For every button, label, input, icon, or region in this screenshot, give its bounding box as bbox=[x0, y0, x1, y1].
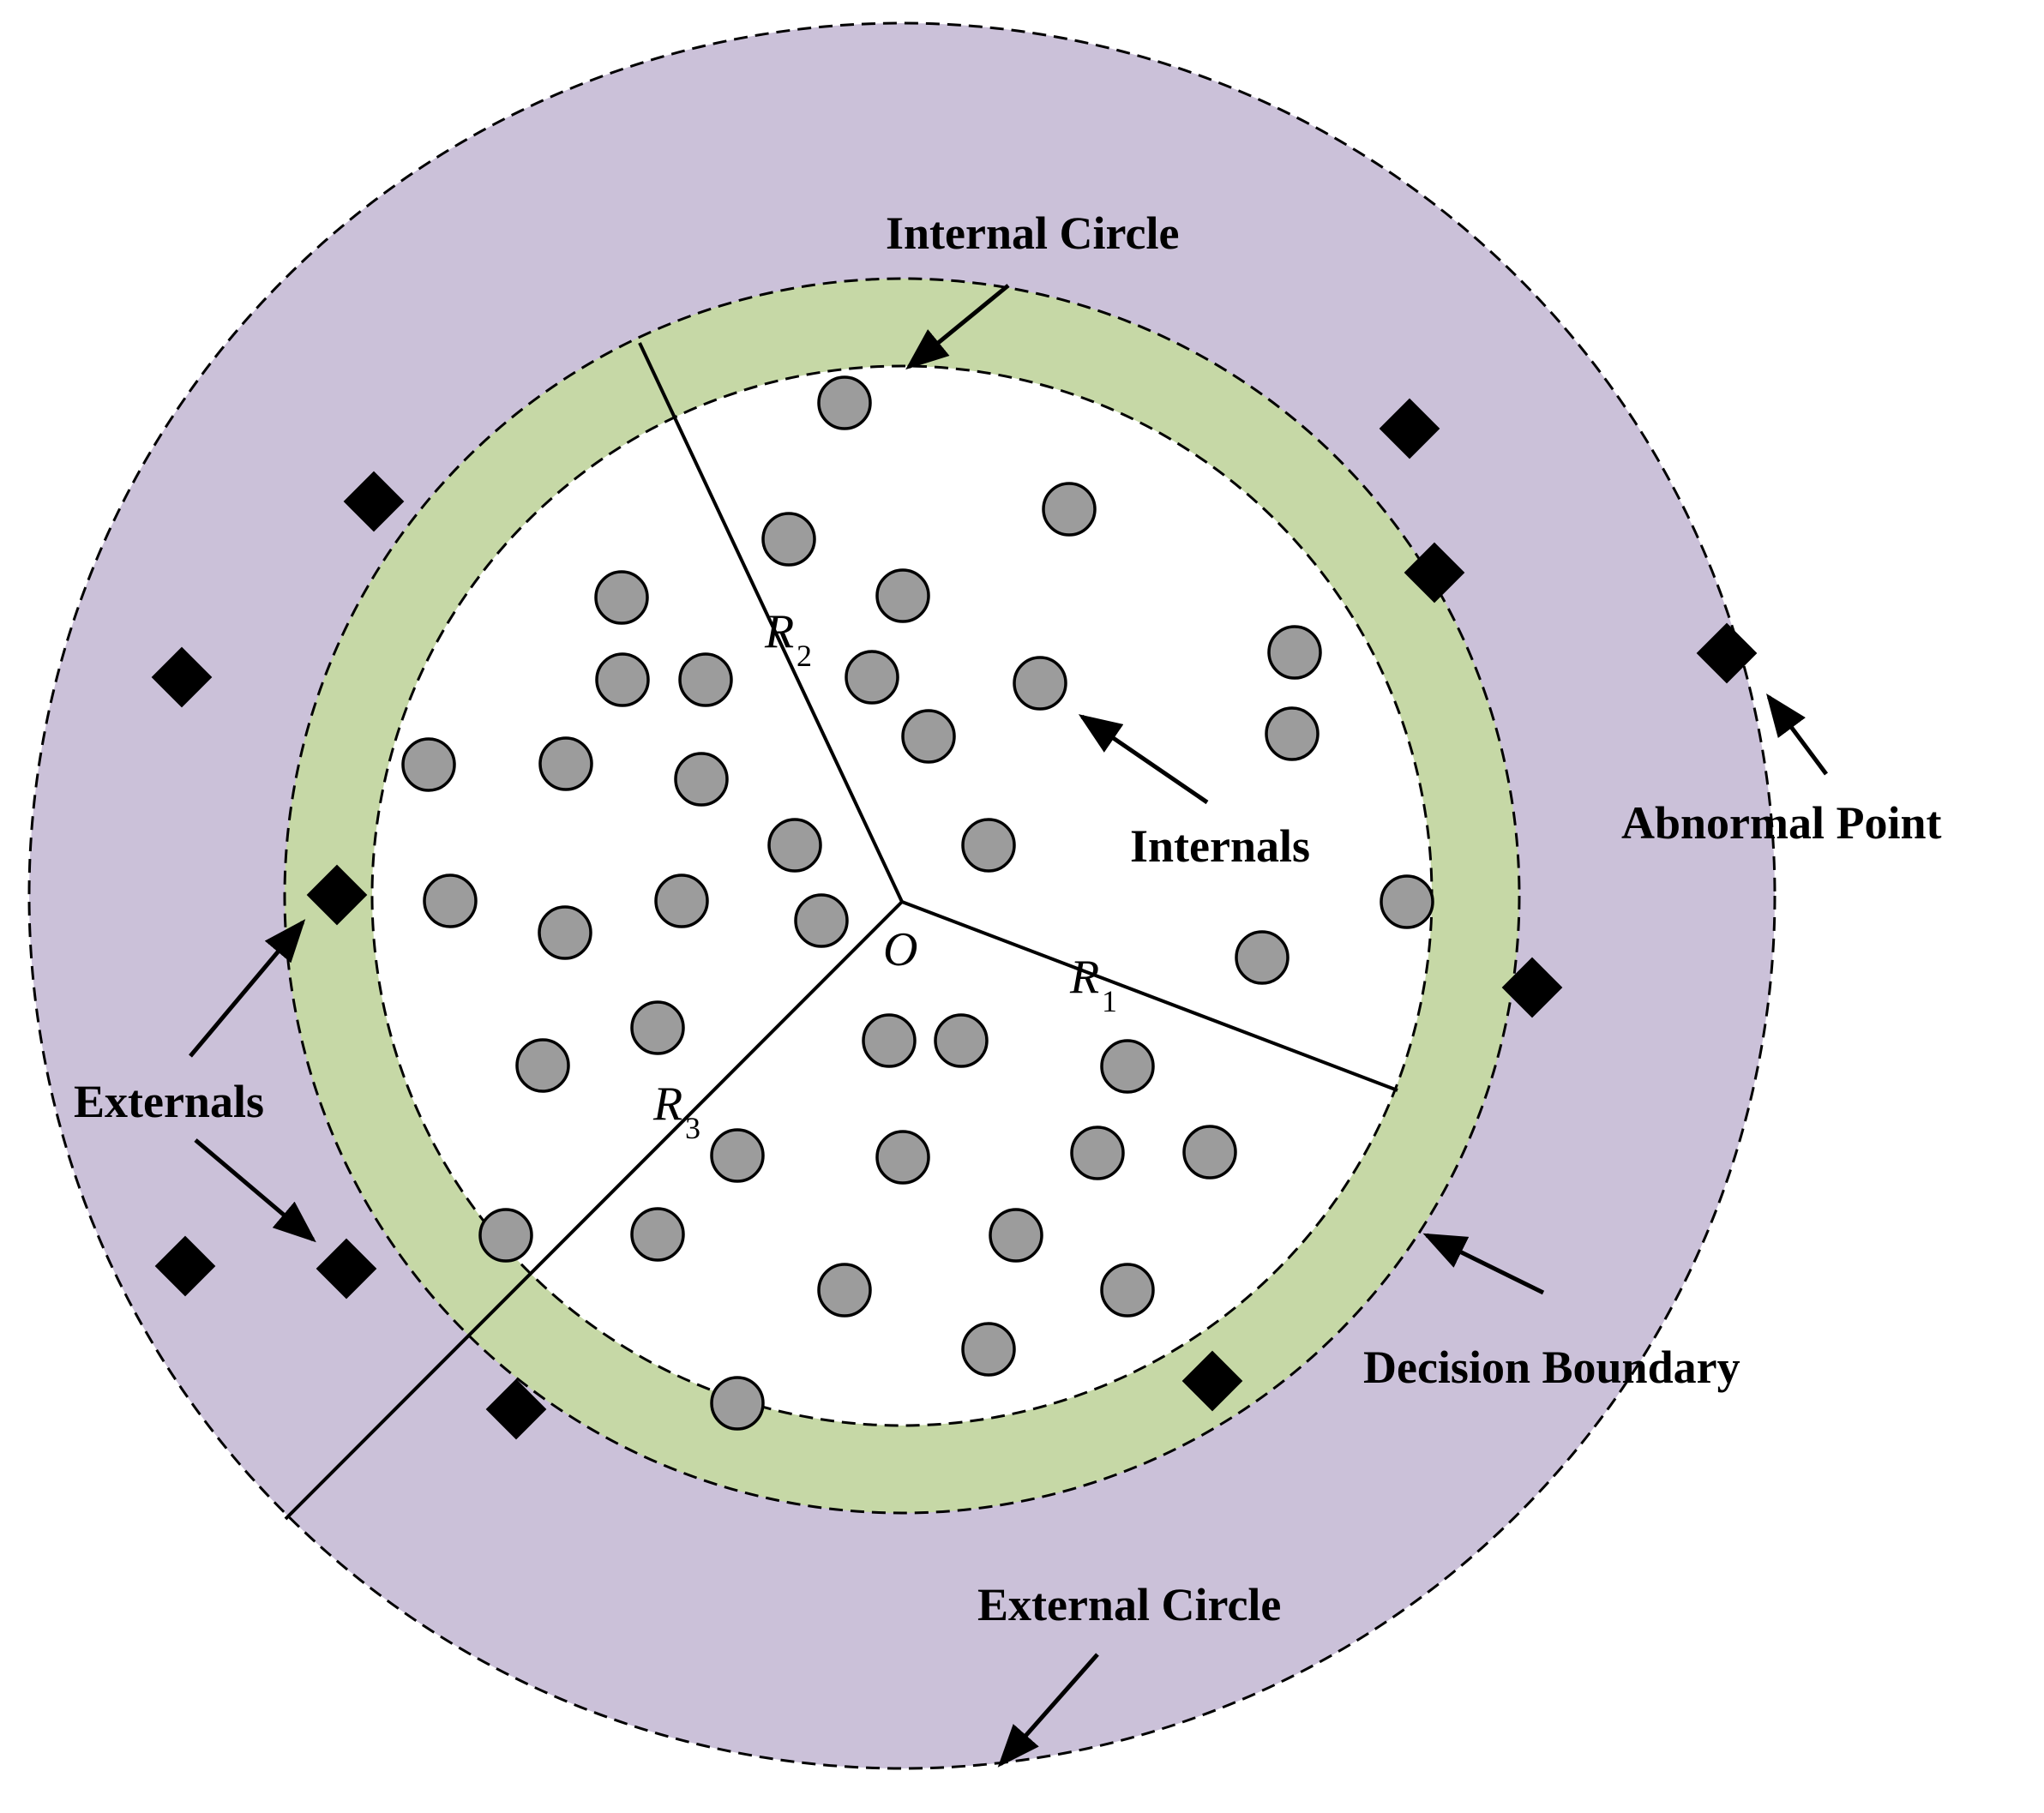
external-point bbox=[1379, 398, 1440, 459]
internal-point bbox=[1380, 874, 1434, 929]
label-abnormal-point: Abnormal Point bbox=[1621, 797, 1942, 849]
internal-point bbox=[961, 1322, 1016, 1377]
label-r3: R 3 bbox=[652, 1078, 700, 1145]
internal-point bbox=[767, 818, 822, 873]
label-origin: O bbox=[883, 923, 917, 976]
internal-point bbox=[875, 568, 930, 623]
label-r1: R 1 bbox=[1069, 951, 1117, 1018]
external-point bbox=[1501, 957, 1563, 1018]
internal-point bbox=[630, 1207, 685, 1262]
internal-points bbox=[401, 375, 1434, 1431]
internal-point bbox=[654, 873, 709, 928]
internal-point bbox=[817, 1263, 872, 1318]
arrow-decision-boundary bbox=[1422, 1233, 1545, 1295]
internal-point bbox=[515, 1038, 570, 1093]
internal-point bbox=[538, 736, 593, 791]
label-r2-subscript: 2 bbox=[797, 639, 812, 673]
internal-point bbox=[1013, 656, 1067, 711]
internal-point bbox=[1265, 706, 1320, 761]
internal-point bbox=[595, 652, 650, 707]
external-point bbox=[316, 1238, 377, 1300]
external-point bbox=[306, 864, 368, 926]
internal-point bbox=[1267, 625, 1322, 680]
internal-point bbox=[1042, 482, 1097, 537]
external-point bbox=[1181, 1350, 1243, 1412]
label-decision-boundary: Decision Boundary bbox=[1363, 1342, 1740, 1393]
label-internal-circle: Internal Circle bbox=[886, 207, 1179, 259]
internal-point bbox=[401, 737, 456, 792]
internal-point bbox=[674, 752, 729, 807]
internal-point bbox=[1235, 930, 1290, 985]
internal-point bbox=[710, 1128, 765, 1183]
annotation-arrows bbox=[189, 284, 1829, 1768]
external-points bbox=[151, 398, 1758, 1440]
label-r3-subscript: 3 bbox=[685, 1111, 700, 1145]
decision-boundary-outline bbox=[283, 277, 1521, 1515]
arrow-externals-upper bbox=[189, 919, 306, 1058]
label-internals: Internals bbox=[1130, 820, 1310, 872]
internal-point bbox=[794, 893, 849, 948]
external-point bbox=[151, 646, 213, 708]
internal-point bbox=[1182, 1125, 1237, 1180]
internal-point bbox=[845, 650, 899, 705]
internal-point bbox=[423, 873, 478, 928]
arrow-external-circle bbox=[997, 1653, 1099, 1768]
external-point bbox=[485, 1378, 547, 1440]
radius-r2-line bbox=[638, 342, 904, 903]
internal-point bbox=[1070, 1126, 1125, 1180]
internal-point bbox=[761, 512, 816, 567]
internal-point bbox=[817, 375, 872, 430]
internal-point bbox=[901, 709, 956, 764]
internal-point bbox=[594, 570, 649, 625]
arrow-externals-lower bbox=[194, 1138, 316, 1243]
internal-point bbox=[1100, 1039, 1155, 1094]
radius-r1-line bbox=[901, 900, 1398, 1092]
internal-circle bbox=[372, 366, 1432, 1426]
external-point bbox=[154, 1235, 216, 1297]
internal-point bbox=[961, 818, 1016, 873]
external-point bbox=[1696, 622, 1758, 684]
internal-point bbox=[989, 1208, 1043, 1263]
radius-r3-line bbox=[284, 900, 904, 1521]
internal-point bbox=[875, 1130, 930, 1185]
internal-point bbox=[710, 1376, 765, 1431]
internal-point bbox=[1100, 1263, 1155, 1318]
label-external-circle: External Circle bbox=[977, 1579, 1281, 1630]
internal-point bbox=[678, 652, 733, 707]
internal-point bbox=[630, 1000, 685, 1055]
internal-point bbox=[934, 1013, 989, 1068]
internal-point bbox=[478, 1208, 533, 1263]
label-r2: R 2 bbox=[764, 605, 812, 673]
arrow-internal-circle bbox=[905, 284, 1010, 370]
label-externals: Externals bbox=[74, 1076, 264, 1127]
label-r3-letter: R bbox=[652, 1078, 682, 1131]
external-point bbox=[1404, 542, 1465, 603]
external-point bbox=[343, 471, 405, 532]
internal-point bbox=[862, 1013, 917, 1068]
label-r1-subscript: 1 bbox=[1102, 984, 1117, 1018]
external-circle-outline bbox=[27, 21, 1776, 1770]
internal-point bbox=[538, 905, 592, 960]
arrow-abnormal-point bbox=[1766, 693, 1829, 776]
label-r1-letter: R bbox=[1069, 951, 1099, 1004]
arrow-internals bbox=[1078, 714, 1209, 805]
label-r2-letter: R bbox=[764, 605, 794, 658]
